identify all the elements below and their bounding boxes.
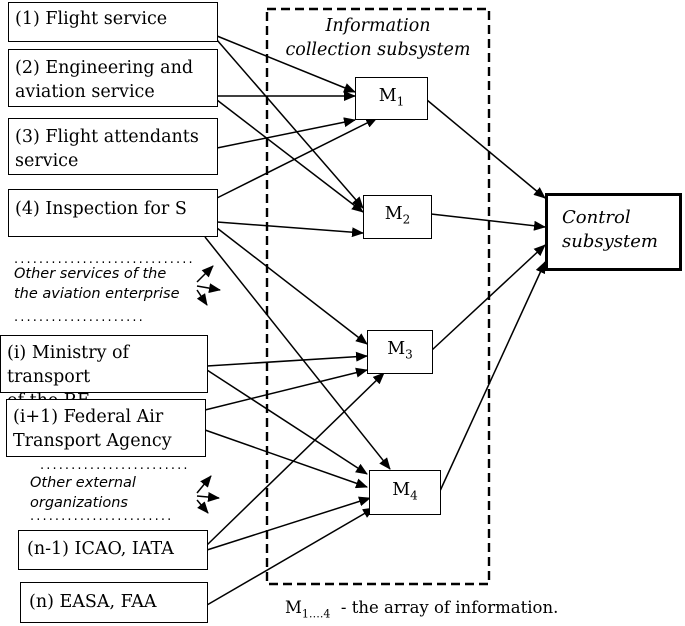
source-label-line2: Transport Agency: [13, 431, 172, 451]
arrow-4-to-m2: [216, 221, 364, 238]
control-label-line2: subsystem: [562, 231, 658, 252]
arrow-i-to-m3: [206, 351, 368, 367]
source-label-line1: (i) Ministry of transport: [7, 343, 130, 387]
module-label: M2: [384, 204, 411, 227]
source-label-line2: service: [15, 151, 79, 171]
source-label: (n) EASA, FAA: [29, 592, 157, 612]
module-m3: M3: [367, 330, 433, 374]
source-box-icao-iata: (n-1) ICAO, IATA: [18, 530, 208, 570]
source-label: (n-1) ICAO, IATA: [27, 539, 174, 559]
module-m2: M2: [363, 195, 432, 239]
arrow-n1-to-m3: [206, 372, 385, 546]
source-label-line1: (3) Flight attendants: [15, 127, 199, 147]
source-label: (1) Flight service: [15, 9, 168, 29]
fan-arrow-1-up: [196, 265, 214, 283]
arrow-m3-to-control: [431, 244, 546, 351]
arrow-n-to-m4: [206, 507, 375, 606]
arrow-i-to-m4: [206, 369, 368, 475]
control-label-line1: Control: [562, 207, 631, 228]
arrow-n1-to-m4: [206, 496, 371, 551]
source-box-ministry: (i) Ministry of transport of the RF: [0, 335, 208, 411]
other-organizations-label: Other external organizations: [30, 473, 136, 513]
source-label-line2: aviation service: [15, 82, 155, 102]
subsystem-label: Information collection subsystem: [268, 14, 488, 62]
arrow-m4-to-control: [439, 261, 546, 492]
module-label: M1: [378, 85, 405, 109]
subsystem-label-line2: collection subsystem: [285, 40, 471, 60]
fan-arrow-2-down: [196, 499, 209, 514]
caption: M1….4 - the array of information.: [285, 598, 559, 621]
source-label: (4) Inspection for S: [15, 199, 187, 219]
arrow-i1-to-m3: [204, 367, 368, 411]
module-m1: M1: [355, 77, 428, 120]
source-box-inspection: (4) Inspection for S: [8, 189, 218, 237]
dotted-separator: ................................: [30, 510, 170, 524]
fan-arrow-1-down: [196, 289, 208, 306]
subsystem-label-line1: Information: [325, 16, 431, 36]
source-box-engineering: (2) Engineering and aviation service: [8, 49, 218, 107]
source-label-line1: (i+1) Federal Air: [13, 407, 164, 427]
arrow-i1-to-m4: [204, 429, 368, 489]
arrow-m2-to-control: [430, 213, 546, 231]
dotted-separator: ................................: [14, 253, 194, 267]
arrow-m1-to-control: [426, 99, 546, 199]
fan-arrow-2-right: [196, 492, 220, 502]
arrow-3-to-m1: [216, 117, 356, 149]
fan-arrow-1-right: [196, 283, 221, 294]
arrow-1-to-m1: [216, 35, 356, 93]
module-m4: M4: [369, 470, 441, 515]
arrow-4-to-m1: [216, 117, 378, 199]
other-services-line2: the aviation enterprise: [14, 286, 180, 302]
source-box-federal-air: (i+1) Federal Air Transport Agency: [6, 399, 206, 457]
source-box-easa-faa: (n) EASA, FAA: [20, 582, 208, 623]
other-services-line1: Other services of the: [14, 266, 167, 282]
control-subsystem-box: Control subsystem: [545, 193, 682, 271]
dotted-separator: ................................: [14, 311, 144, 325]
arrow-1-to-m2: [216, 39, 364, 209]
arrow-4-to-m3: [216, 227, 368, 345]
other-orgs-line2: organizations: [30, 495, 128, 511]
module-label: M3: [387, 339, 413, 362]
arrow-2-to-m2: [216, 99, 364, 213]
dotted-separator: ................................: [40, 459, 190, 473]
module-label: M4: [392, 479, 418, 503]
source-box-flight-attendants: (3) Flight attendants service: [8, 118, 218, 175]
arrow-4-to-m4: [204, 236, 391, 470]
other-services-label: Other services of the the aviation enter…: [14, 264, 180, 304]
source-label-line1: (2) Engineering and: [15, 58, 194, 78]
source-box-flight-service: (1) Flight service: [8, 2, 218, 42]
other-orgs-line1: Other external: [30, 475, 136, 491]
fan-arrow-2-up: [196, 475, 212, 494]
